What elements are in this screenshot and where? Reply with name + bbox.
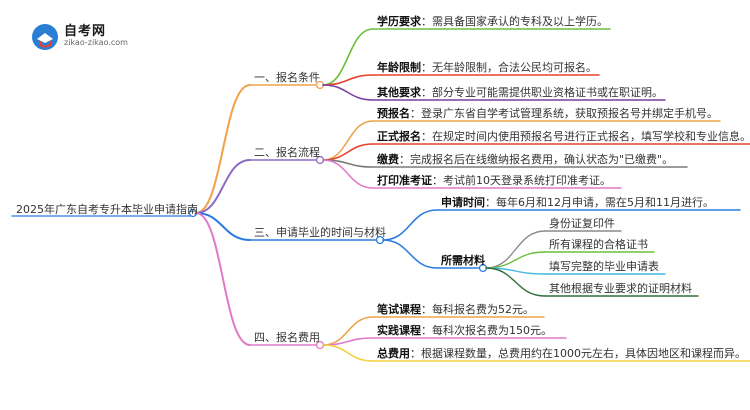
child-label-2-1: 所需材料 bbox=[441, 254, 485, 267]
child-label-0-1: 年龄限制：无年龄限制，合法公民均可报名。 bbox=[377, 61, 597, 74]
child-label-1-3-key: 打印准考证 bbox=[377, 174, 432, 187]
child-connector-2-1 bbox=[382, 239, 438, 269]
sub-label-0: 身份证复印件 bbox=[549, 217, 615, 230]
child-connector-1-3 bbox=[322, 159, 374, 189]
child-label-3-2-key: 总费用 bbox=[377, 347, 410, 360]
sub-connector-3 bbox=[485, 267, 546, 297]
child-connector-1-1 bbox=[322, 143, 374, 161]
child-label-3-2-text: ：根据课程数量，总费用约在1000元左右，具体因地区和课程而异。 bbox=[410, 347, 746, 360]
child-label-0-2-text: ：部分专业可能需提供职业资格证书或在职证明。 bbox=[421, 86, 663, 99]
logo: 自考网 zikao-zikao.com bbox=[30, 18, 150, 58]
root-label: 2025年广东自考专升本毕业申请指南 bbox=[16, 203, 198, 216]
sub-label-3: 其他根据专业要求的证明材料 bbox=[549, 282, 692, 295]
child-label-0-2: 其他要求：部分专业可能需提供职业资格证书或在职证明。 bbox=[377, 86, 663, 99]
child-label-1-0-text: ：登录广东省自学考试管理系统，获取预报名号并绑定手机号。 bbox=[410, 107, 718, 120]
sub-connector-1 bbox=[485, 251, 546, 269]
child-label-1-0-key: 预报名 bbox=[377, 107, 410, 120]
child-label-0-1-text: ：无年龄限制，合法公民均可报名。 bbox=[421, 61, 597, 74]
child-connector-0-0 bbox=[322, 28, 374, 86]
child-label-3-0-key: 笔试课程 bbox=[377, 303, 421, 316]
child-label-1-2-key: 缴费 bbox=[377, 153, 399, 166]
branch-connector-3 bbox=[195, 212, 251, 346]
branch-label-2: 三、申请毕业的时间与材料 bbox=[254, 226, 386, 239]
branch-connector-2 bbox=[195, 212, 251, 241]
child-label-1-1: 正式报名：在规定时间内使用预报名号进行正式报名，填写学校和专业信息。 bbox=[377, 130, 750, 143]
child-connector-3-1 bbox=[322, 337, 374, 346]
child-label-1-0: 预报名：登录广东省自学考试管理系统，获取预报名号并绑定手机号。 bbox=[377, 107, 718, 120]
child-label-1-2: 缴费：完成报名后在线缴纳报名费用，确认状态为"已缴费"。 bbox=[377, 153, 673, 166]
branch-label-3: 四、报名费用 bbox=[254, 331, 320, 344]
child-label-1-1-key: 正式报名 bbox=[377, 130, 421, 143]
child-connector-2-0 bbox=[382, 209, 438, 241]
child-label-3-2: 总费用：根据课程数量，总费用约在1000元左右，具体因地区和课程而异。 bbox=[377, 347, 746, 360]
child-label-3-1-key: 实践课程 bbox=[377, 324, 421, 337]
child-label-2-1-key: 所需材料 bbox=[441, 254, 485, 267]
child-label-1-1-text: ：在规定时间内使用预报名号进行正式报名，填写学校和专业信息。 bbox=[421, 130, 750, 143]
child-label-2-0-text: ：每年6月和12月申请，需在5月和11月进行。 bbox=[485, 196, 714, 209]
child-label-3-0-text: ：每科报名费为52元。 bbox=[421, 303, 534, 316]
child-label-3-0: 笔试课程：每科报名费为52元。 bbox=[377, 303, 534, 316]
child-label-0-2-key: 其他要求 bbox=[377, 86, 421, 99]
sub-label-2: 填写完整的毕业申请表 bbox=[549, 260, 659, 273]
child-label-0-0: 学历要求：需具备国家承认的专科及以上学历。 bbox=[377, 15, 608, 28]
child-label-1-2-text: ：完成报名后在线缴纳报名费用，确认状态为"已缴费"。 bbox=[399, 153, 674, 166]
branch-label-1: 二、报名流程 bbox=[254, 146, 320, 159]
child-label-3-1: 实践课程：每科次报名费为150元。 bbox=[377, 324, 552, 337]
sub-label-1: 所有课程的合格证书 bbox=[549, 238, 648, 251]
sub-connector-0 bbox=[485, 230, 546, 269]
child-connector-1-0 bbox=[322, 120, 374, 161]
branch-label-0: 一、报名条件 bbox=[254, 71, 320, 84]
child-connector-3-2 bbox=[322, 344, 374, 362]
child-label-0-0-text: ：需具备国家承认的专科及以上学历。 bbox=[421, 15, 608, 28]
child-label-1-3: 打印准考证：考试前10天登录系统打印准考证。 bbox=[377, 174, 611, 187]
child-label-2-0: 申请时间：每年6月和12月申请，需在5月和11月进行。 bbox=[441, 196, 714, 209]
child-label-3-1-text: ：每科次报名费为150元。 bbox=[421, 324, 552, 337]
logo-url: zikao-zikao.com bbox=[64, 38, 128, 47]
child-label-2-0-key: 申请时间 bbox=[441, 196, 485, 209]
child-label-0-0-key: 学历要求 bbox=[377, 15, 421, 28]
child-label-1-3-text: ：考试前10天登录系统打印准考证。 bbox=[432, 174, 611, 187]
logo-icon bbox=[32, 24, 58, 50]
logo-title: 自考网 bbox=[64, 24, 107, 39]
branch-connector-1 bbox=[195, 159, 251, 214]
child-label-0-1-key: 年龄限制 bbox=[377, 61, 421, 74]
branch-connector-0 bbox=[195, 84, 251, 214]
child-connector-0-2 bbox=[322, 84, 374, 101]
